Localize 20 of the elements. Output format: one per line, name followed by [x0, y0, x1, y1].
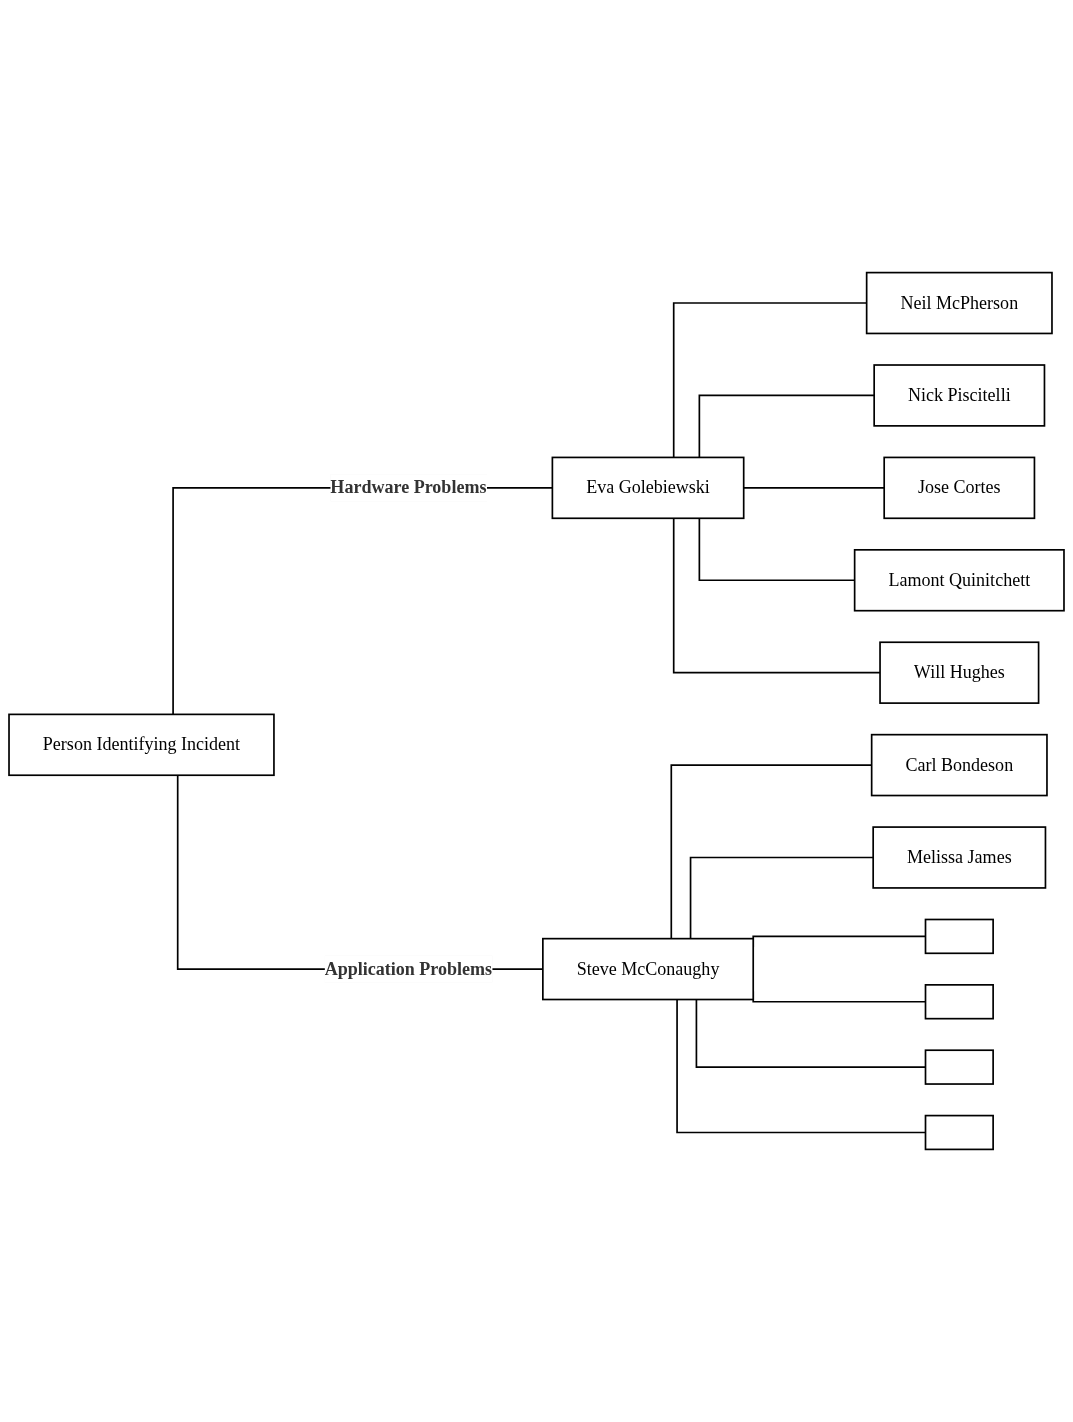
node-box [924, 984, 994, 1020]
node-box [924, 918, 994, 955]
edge-label: Application Problems [324, 958, 493, 979]
node-box: Neil McPherson [865, 271, 1053, 335]
connector [670, 764, 873, 940]
node-box: Melissa James [872, 826, 1047, 889]
node-box [924, 1114, 994, 1151]
connector [672, 517, 881, 674]
node-box: Nick Piscitelli [873, 364, 1046, 427]
node-box: Person Identifying Incident [8, 713, 275, 777]
node-box: Will Hughes [879, 641, 1040, 704]
connector [689, 856, 874, 940]
node-box: Lamont Quinitchett [853, 549, 1065, 612]
node-box: Jose Cortes [883, 456, 1036, 520]
node-box: Carl Bondeson [870, 733, 1048, 797]
edge-label: Hardware Problems [330, 477, 487, 497]
node-box: Eva Golebiewski [551, 456, 745, 520]
connector [698, 394, 875, 459]
node-box: Steve McConaughy [542, 937, 755, 1001]
node-box [924, 1049, 994, 1085]
